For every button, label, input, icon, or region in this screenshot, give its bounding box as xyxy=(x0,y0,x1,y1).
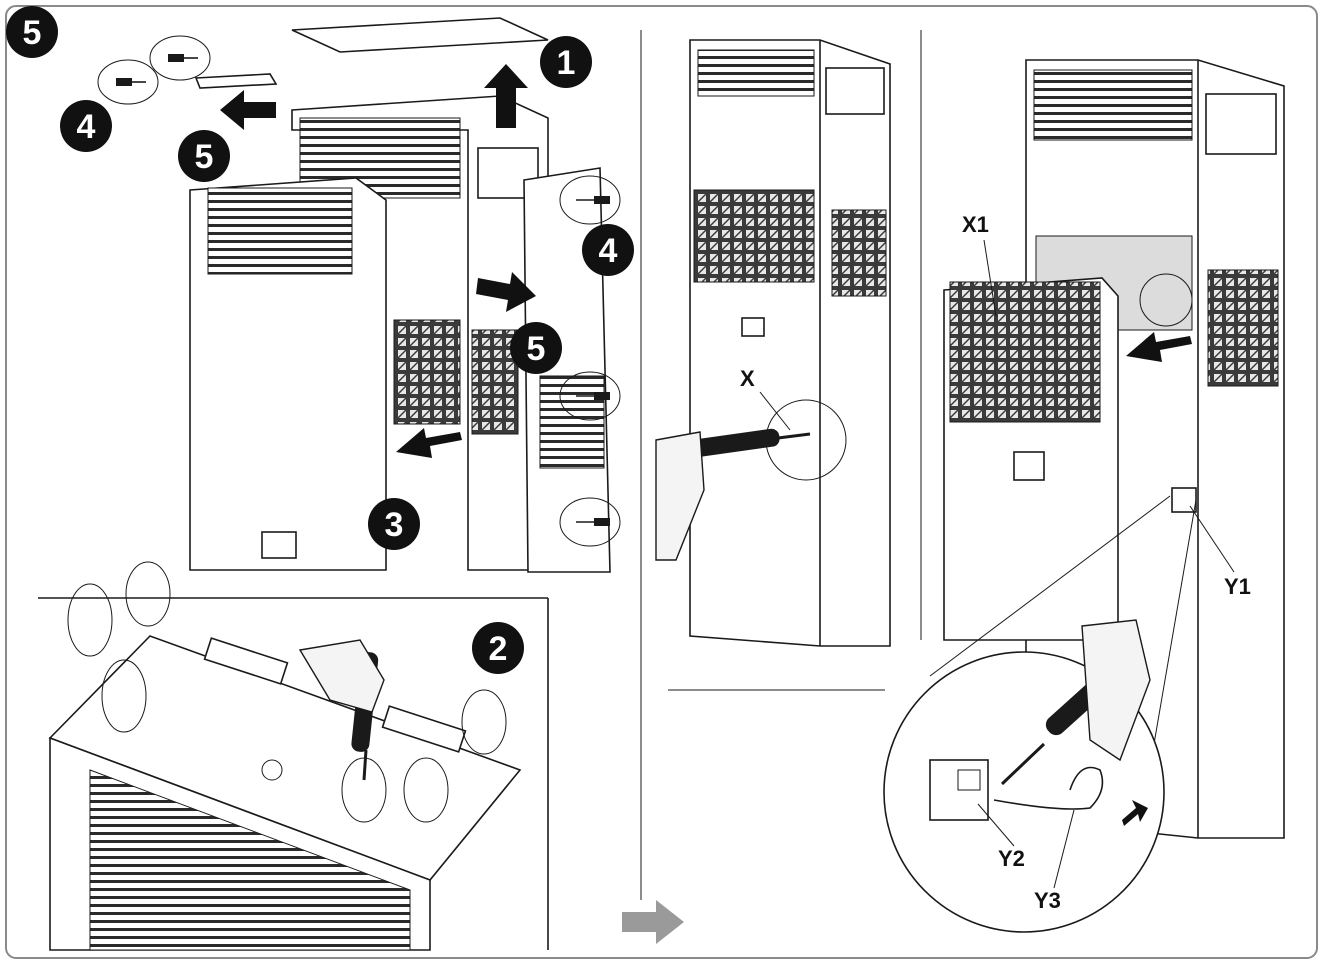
arrow-icon-left-right xyxy=(1126,332,1192,362)
middle-unit xyxy=(689,39,891,647)
zoom-line-1 xyxy=(929,495,1171,677)
step-number: 5 xyxy=(23,14,42,52)
inset-handle-2 xyxy=(381,705,467,753)
callout-badge-2: 2 xyxy=(472,622,524,674)
middle-top-grille xyxy=(697,49,815,97)
inset-screw-callout-6 xyxy=(403,757,449,823)
svg-text:5: 5 xyxy=(195,138,214,176)
svg-text:3: 3 xyxy=(385,506,404,544)
hand-icon xyxy=(655,431,705,561)
hand-icon xyxy=(298,639,385,713)
label-y1-leader xyxy=(1189,505,1235,573)
svg-text:1: 1 xyxy=(557,44,576,82)
label-y3-leader xyxy=(1053,809,1075,889)
callout-badge-5-right: 5 xyxy=(510,322,562,374)
label-x1-leader xyxy=(983,239,997,317)
front-panel xyxy=(189,177,387,571)
right-side-filter xyxy=(1207,269,1279,387)
callout-badge-1: 1 xyxy=(540,36,592,88)
inset-screw-callout-1 xyxy=(67,583,113,657)
hand-icon xyxy=(1081,619,1151,762)
svg-text:5: 5 xyxy=(527,330,546,368)
screw-callout-5 xyxy=(559,497,621,547)
step-badge: 5 xyxy=(6,6,58,58)
right-fan xyxy=(1139,273,1193,327)
arrow-icon-pull xyxy=(1122,800,1148,826)
next-arrow-icon xyxy=(622,900,684,944)
inset-handle-1 xyxy=(203,637,289,685)
inset-screw-callout-2 xyxy=(125,561,171,627)
inset-screw-callout-3 xyxy=(101,659,147,733)
label-x1: X1 xyxy=(962,212,989,237)
screw-callout-1 xyxy=(149,35,211,81)
inset-screw-callout-4 xyxy=(461,689,507,755)
front-panel-grille xyxy=(207,187,353,275)
arrow-icon-left-bottom xyxy=(396,428,462,458)
filter-x1 xyxy=(949,281,1101,423)
screw-callout-3 xyxy=(559,175,621,225)
arrow-icon-left-top xyxy=(220,90,276,130)
right-top-grille xyxy=(1033,69,1193,141)
svg-text:4: 4 xyxy=(77,108,96,146)
label-y1: Y1 xyxy=(1224,574,1251,599)
middle-side-filter xyxy=(831,209,887,297)
outer-frame xyxy=(5,5,1318,959)
arrow-icon-right xyxy=(476,272,536,312)
inset-front-grille xyxy=(89,769,411,951)
label-y2: Y2 xyxy=(998,846,1025,871)
side-panel xyxy=(523,167,611,573)
middle-filter xyxy=(693,189,815,283)
side-panel-grille xyxy=(539,375,605,469)
top-cover xyxy=(291,17,549,53)
callout-badge-5-left: 5 xyxy=(178,130,230,182)
wire-y3 xyxy=(993,766,1104,810)
middle-label xyxy=(741,317,765,337)
label-x-leader xyxy=(759,391,791,431)
side-filter-front xyxy=(393,319,461,425)
terminal-screw xyxy=(957,769,981,791)
right-top-window xyxy=(1205,93,1277,155)
svg-text:2: 2 xyxy=(489,630,508,668)
svg-text:4: 4 xyxy=(599,232,618,270)
top-bracket xyxy=(194,73,278,89)
middle-top-window xyxy=(825,67,885,115)
screw-callout-2 xyxy=(97,59,159,105)
arrow-icon-up xyxy=(484,64,528,128)
screw-icon xyxy=(116,54,610,526)
label-y3: Y3 xyxy=(1034,888,1061,913)
label-y2-leader xyxy=(977,803,1015,847)
callout-badge-4-left: 4 xyxy=(60,100,112,152)
callout-badge-4-right: 4 xyxy=(582,224,634,276)
callout-badge-3: 3 xyxy=(368,498,420,550)
right-panel-label xyxy=(1013,451,1045,481)
inset-hole xyxy=(261,759,283,781)
label-x: X xyxy=(740,366,755,391)
front-label xyxy=(261,531,297,559)
screw-callout-4 xyxy=(559,371,621,421)
connector-y1 xyxy=(1171,487,1197,513)
